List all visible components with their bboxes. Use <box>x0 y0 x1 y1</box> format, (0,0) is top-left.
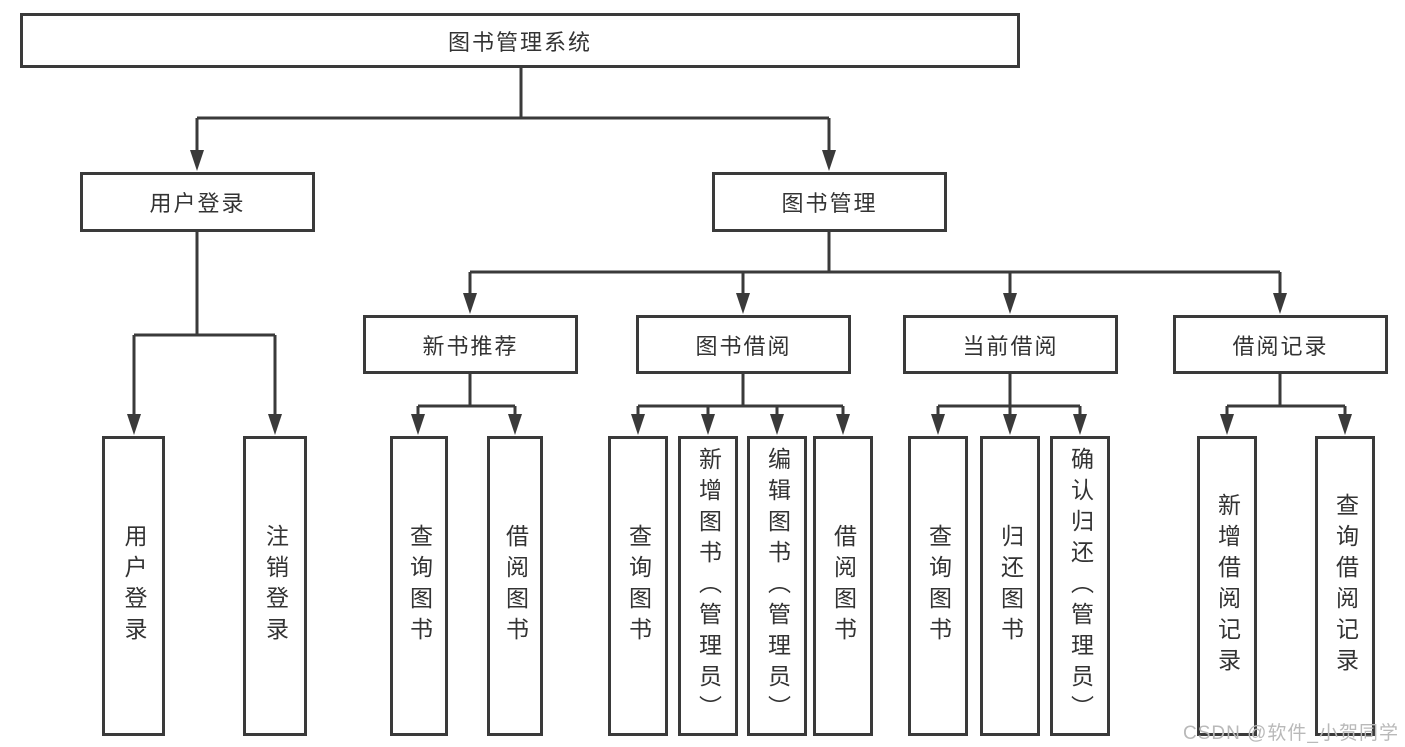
leaf-confirm-return-admin: 确认归还（管理员） <box>1050 436 1110 736</box>
leaf-query-book-1: 查询图书 <box>390 436 448 736</box>
leaf-query-book-3: 查询图书 <box>908 436 968 736</box>
arrowhead <box>1003 414 1017 435</box>
leaf-edit-book-admin: 编辑图书（管理员） <box>747 436 807 736</box>
arrowhead <box>1220 414 1234 435</box>
arrowhead <box>1273 293 1287 314</box>
leaf-label: 借阅图书 <box>830 524 857 648</box>
leaf-add-book-admin: 新增图书（管理员） <box>678 436 738 736</box>
arrowhead <box>1003 293 1017 314</box>
arrowhead <box>931 414 945 435</box>
leaf-label: 归还图书 <box>997 524 1024 648</box>
node-user-login: 用户登录 <box>80 172 315 232</box>
connector-new-book <box>416 374 517 416</box>
node-current-borrow: 当前借阅 <box>903 315 1118 374</box>
leaf-query-book-2: 查询图书 <box>608 436 668 736</box>
leaf-label: 借阅图书 <box>502 524 529 648</box>
leaf-query-borrow-record: 查询借阅记录 <box>1315 436 1375 736</box>
connector-book-management <box>468 232 1282 295</box>
connector-book-borrow <box>636 374 845 416</box>
arrowhead <box>508 414 522 435</box>
arrowhead <box>1073 414 1087 435</box>
leaf-label: 编辑图书（管理员） <box>764 446 791 726</box>
arrowhead <box>127 414 141 435</box>
leaf-return-book: 归还图书 <box>980 436 1040 736</box>
arrowhead <box>822 150 836 171</box>
arrowhead <box>701 414 715 435</box>
leaf-label: 新增借阅记录 <box>1214 493 1241 679</box>
connector-user-login <box>132 232 277 416</box>
node-root-system: 图书管理系统 <box>20 13 1020 68</box>
leaf-label: 查询图书 <box>625 524 652 648</box>
arrowhead <box>190 150 204 171</box>
leaf-label: 注销登录 <box>262 524 289 648</box>
arrowhead <box>770 414 784 435</box>
arrowhead <box>268 414 282 435</box>
node-new-book-recommend: 新书推荐 <box>363 315 578 374</box>
leaf-logout: 注销登录 <box>243 436 307 736</box>
leaf-label: 查询图书 <box>925 524 952 648</box>
arrowhead <box>411 414 425 435</box>
node-book-borrow: 图书借阅 <box>636 315 851 374</box>
connector-root <box>195 68 831 152</box>
node-borrow-record: 借阅记录 <box>1173 315 1388 374</box>
arrowhead <box>836 414 850 435</box>
leaf-label: 查询借阅记录 <box>1332 493 1359 679</box>
connector-current-borrow <box>936 374 1082 416</box>
leaf-label: 确认归还（管理员） <box>1067 446 1094 726</box>
connector-borrow-record <box>1225 374 1347 416</box>
arrowhead <box>1338 414 1352 435</box>
arrowhead <box>463 293 477 314</box>
leaf-label: 用户登录 <box>121 524 147 648</box>
node-book-management: 图书管理 <box>712 172 947 232</box>
leaf-borrow-book-1: 借阅图书 <box>487 436 543 736</box>
leaf-label: 查询图书 <box>406 524 433 648</box>
arrowhead <box>736 293 750 314</box>
arrowhead <box>631 414 645 435</box>
leaf-user-login: 用户登录 <box>102 436 165 736</box>
leaf-label: 新增图书（管理员） <box>695 446 722 726</box>
leaf-borrow-book-2: 借阅图书 <box>813 436 873 736</box>
leaf-add-borrow-record: 新增借阅记录 <box>1197 436 1257 736</box>
